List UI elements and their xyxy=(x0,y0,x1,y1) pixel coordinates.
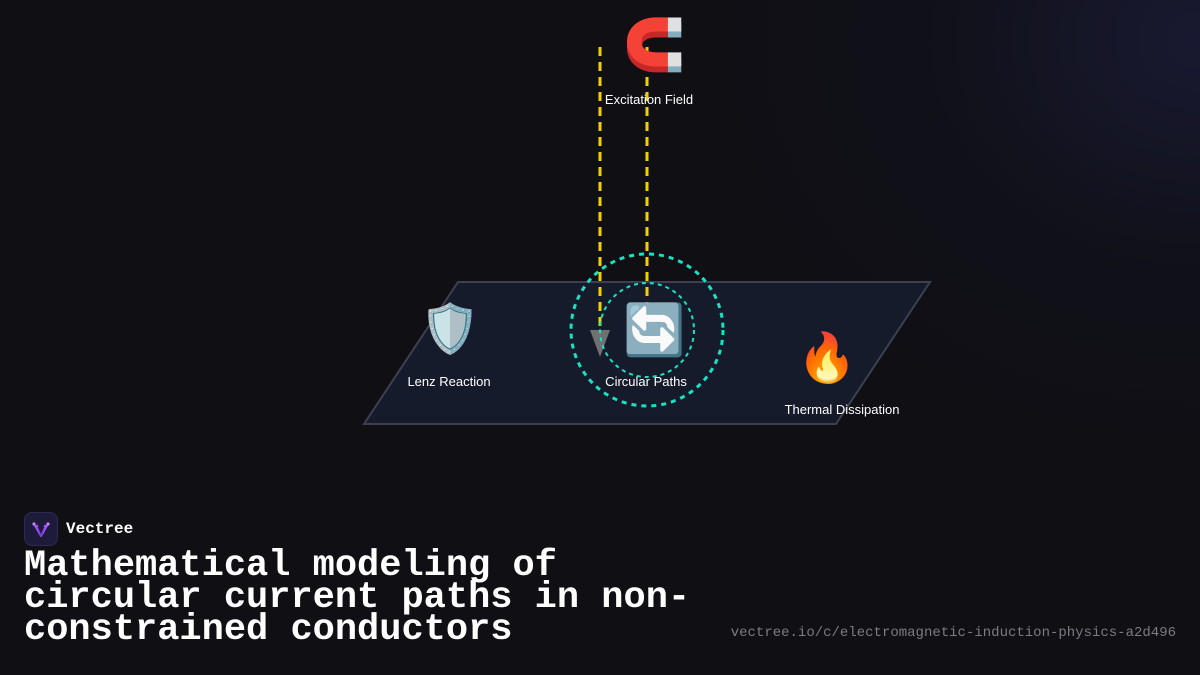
lenz-reaction-label: Lenz Reaction xyxy=(407,374,491,389)
fire-icon: 🔥 xyxy=(797,330,857,386)
page-title: Mathematical modeling of circular curren… xyxy=(24,545,691,651)
excitation-field-label: Excitation Field xyxy=(604,92,694,107)
brand-name: Vectree xyxy=(66,520,134,538)
source-url[interactable]: vectree.io/c/electromagnetic-induction-p… xyxy=(730,625,1176,641)
vectree-logo-icon xyxy=(24,512,58,546)
conductor-plate xyxy=(362,281,932,425)
field-arrowhead xyxy=(590,330,610,357)
magnet-icon: 🧲 xyxy=(623,16,686,74)
eddy-loop-outer xyxy=(569,252,725,408)
thermal-dissipation-label: Thermal Dissipation xyxy=(784,402,900,417)
brand[interactable]: Vectree xyxy=(24,512,133,546)
circular-paths-label: Circular Paths xyxy=(605,374,687,389)
shield-icon: 🛡️ xyxy=(420,301,480,357)
circular-arrows-icon: 🔄 xyxy=(623,301,686,359)
eddy-loop-inner xyxy=(599,282,695,378)
